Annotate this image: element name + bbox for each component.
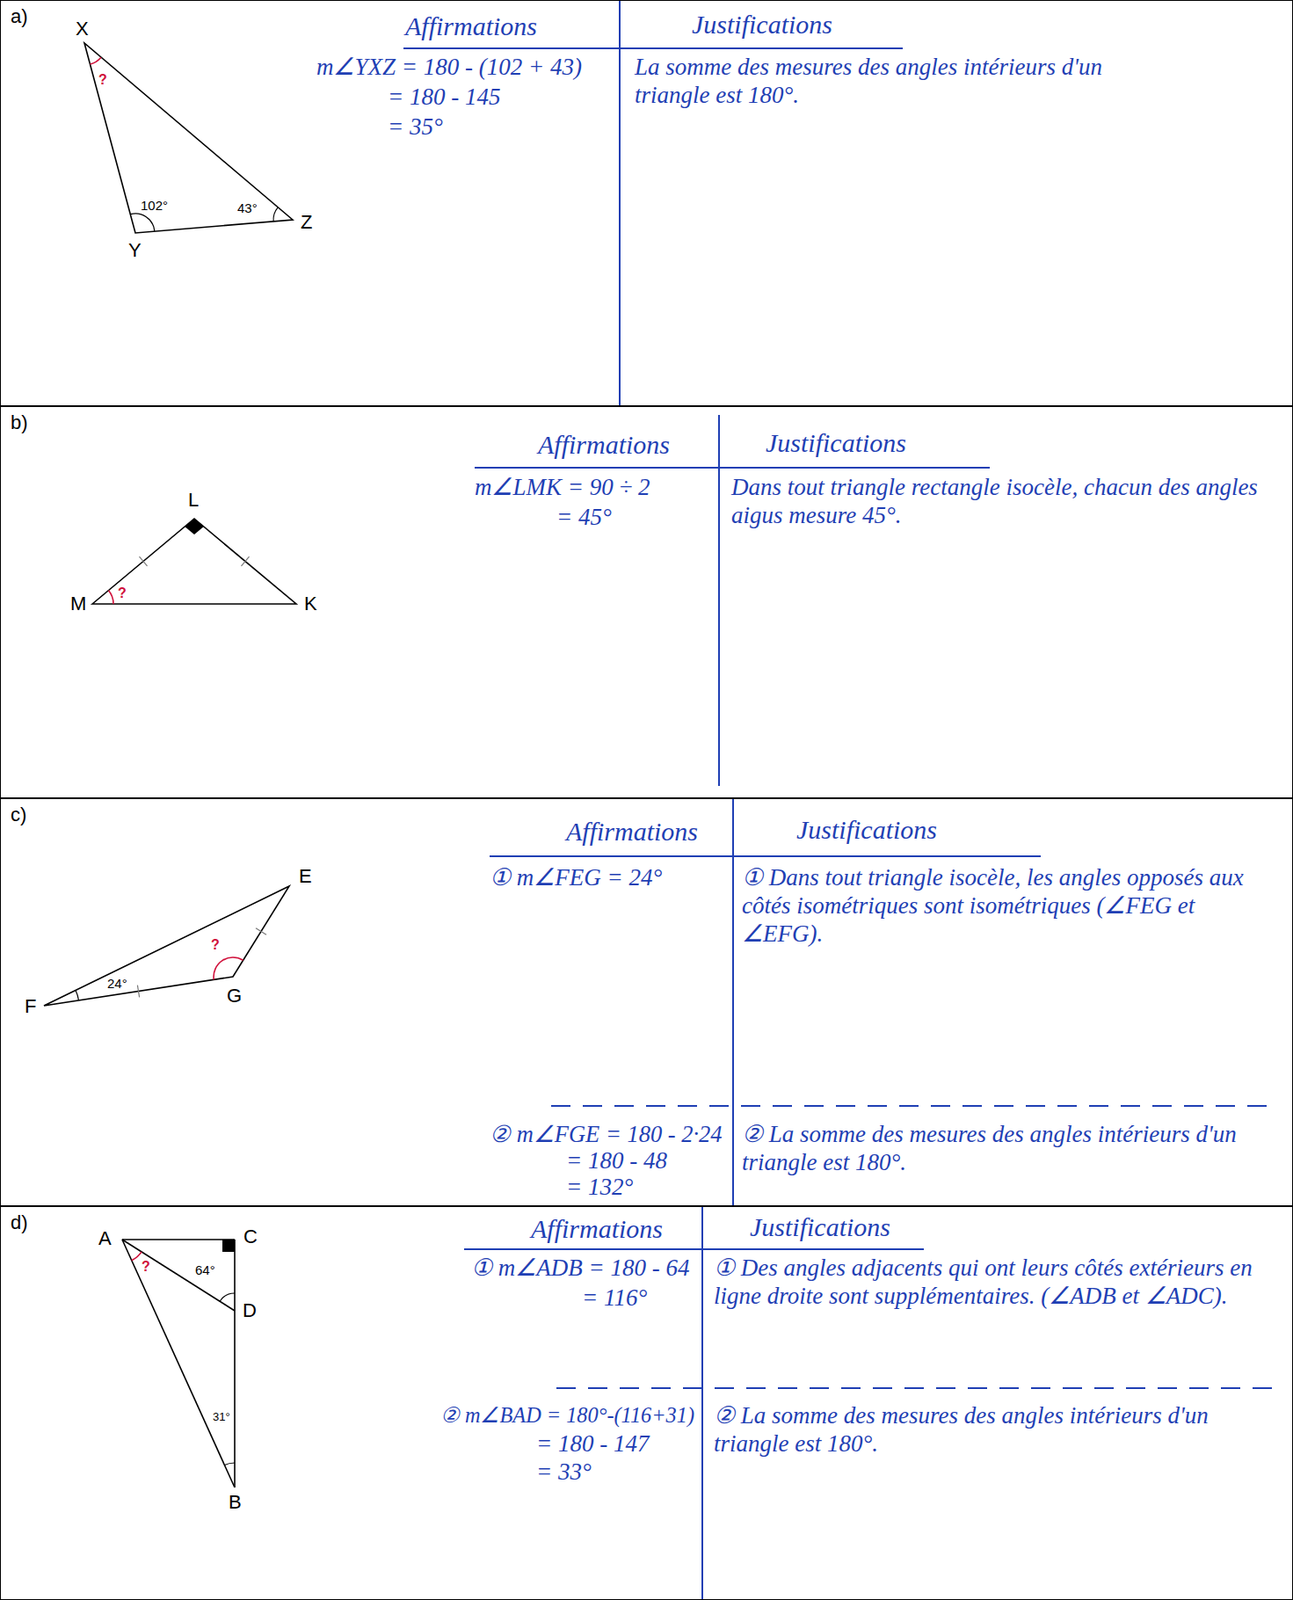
column-heading: Affirmations xyxy=(566,815,698,848)
heading-underline xyxy=(474,466,990,469)
tick-mark xyxy=(139,556,148,567)
exercise-panel: c) E? 24° F G Affirmations Justifications ① m∠F… xyxy=(0,798,1293,1206)
statement-text: ② m∠BAD = 180°-(116+31) xyxy=(440,1401,695,1430)
figure-d xyxy=(122,1205,1276,1600)
column-heading: Affirmations xyxy=(405,10,538,43)
angle-arc xyxy=(90,57,102,65)
statement-text: m∠YXZ = 180 - (102 + 43) xyxy=(316,52,582,81)
segment xyxy=(122,1238,235,1241)
vertex-label: Z xyxy=(300,210,313,234)
vertex-label: E xyxy=(298,864,313,888)
justification-text: ① Des angles adjacents qui ont leurs côt… xyxy=(713,1253,1268,1310)
triangle xyxy=(43,886,290,1006)
column-heading: Justifications xyxy=(691,8,833,41)
angle-arc xyxy=(213,957,244,980)
justification-text: ② La somme des mesures des angles intéri… xyxy=(741,1119,1266,1177)
dashed-separator xyxy=(556,1387,1276,1389)
column-heading: Justifications xyxy=(749,1211,891,1243)
vertex-label: G xyxy=(226,984,242,1008)
figure-b xyxy=(92,414,990,786)
right-angle-mark xyxy=(222,1239,235,1252)
heading-underline xyxy=(489,855,1041,858)
justification-text: ② La somme des mesures des angles intéri… xyxy=(713,1401,1268,1458)
table-divider xyxy=(732,798,734,1206)
table-divider xyxy=(618,0,621,407)
statement-text: = 180 - 48 xyxy=(566,1146,668,1175)
statement-text: = 45° xyxy=(556,502,612,531)
vertex-label: Y xyxy=(128,239,142,262)
column-heading: Justifications xyxy=(765,427,907,459)
vertex-label: F xyxy=(24,995,37,1018)
vertex-label: X xyxy=(75,17,89,41)
statement-text: = 132° xyxy=(566,1172,633,1201)
angle-arc xyxy=(219,1293,235,1301)
angle-arc xyxy=(224,1462,235,1466)
exercise-panel: d) A C? 64° D 31° B Affirmations Justifications ①… xyxy=(0,1205,1293,1600)
statement-text: = 116° xyxy=(581,1283,647,1312)
vertex-label: A xyxy=(98,1227,112,1250)
statement-text: ① m∠ADB = 180 - 64 xyxy=(471,1253,690,1282)
vertex-label: M xyxy=(70,592,87,616)
segment xyxy=(122,1239,235,1488)
justification-text: Dans tout triangle rectangle isocèle, ch… xyxy=(731,472,1259,530)
unknown-angle-mark: ? xyxy=(141,1258,151,1275)
angle-arc xyxy=(131,1251,142,1261)
angle-measure: 24° xyxy=(107,975,128,991)
triangle xyxy=(84,43,293,233)
unknown-angle-mark: ? xyxy=(117,585,127,602)
statement-text: = 35° xyxy=(387,112,444,141)
statement-text: ① m∠FEG = 24° xyxy=(489,863,662,892)
segment xyxy=(233,1239,236,1488)
angle-measure: 43° xyxy=(237,200,258,216)
vertex-label: B xyxy=(228,1490,242,1514)
exercise-letter: d) xyxy=(10,1211,29,1235)
tick-mark xyxy=(241,556,250,567)
vertex-label: D xyxy=(242,1299,257,1323)
statement-text: = 180 - 145 xyxy=(387,82,501,111)
angle-measure: 102° xyxy=(140,197,168,213)
dashed-separator xyxy=(551,1104,1276,1107)
statement-text: = 180 - 147 xyxy=(536,1429,649,1458)
statement-text: = 33° xyxy=(536,1457,592,1486)
exercise-panel: b) L? M K Affirmations Justifications m∠LMK = … xyxy=(0,406,1293,799)
angle-measure: 64° xyxy=(195,1262,216,1278)
angle-arc xyxy=(273,207,278,222)
figure-c xyxy=(43,798,1276,1206)
heading-underline xyxy=(403,47,903,50)
vertex-label: L xyxy=(188,488,199,512)
heading-underline xyxy=(464,1248,924,1250)
exercise-letter: c) xyxy=(10,803,27,827)
exercise-letter: b) xyxy=(10,411,29,435)
vertex-label: K xyxy=(304,592,318,616)
unknown-angle-mark: ? xyxy=(210,937,220,953)
column-heading: Justifications xyxy=(796,813,938,846)
tick-mark xyxy=(137,985,139,998)
statement-text: ② m∠FGE = 180 - 2·24 xyxy=(489,1119,723,1148)
right-angle-mark xyxy=(184,518,204,535)
table-divider xyxy=(701,1205,704,1600)
angle-arc xyxy=(130,213,155,232)
column-heading: Affirmations xyxy=(537,428,670,461)
statement-text: m∠LMK = 90 ÷ 2 xyxy=(474,472,651,502)
triangle xyxy=(92,518,297,604)
angle-measure: 31° xyxy=(212,1409,231,1424)
table-divider xyxy=(718,414,720,786)
column-heading: Affirmations xyxy=(530,1213,663,1245)
angle-arc xyxy=(75,990,80,1001)
exercise-letter: a) xyxy=(10,5,29,29)
unknown-angle-mark: ? xyxy=(98,72,108,88)
vertex-label: C xyxy=(243,1225,258,1249)
exercise-panel: a) X? 102° 43° Y Z Affirmations Justifications m… xyxy=(0,0,1293,407)
justification-text: ① Dans tout triangle isocèle, les angles… xyxy=(741,863,1266,948)
tick-mark xyxy=(255,928,267,935)
angle-arc xyxy=(108,590,114,604)
justification-text: La somme des mesures des angles intérieu… xyxy=(634,52,1163,109)
